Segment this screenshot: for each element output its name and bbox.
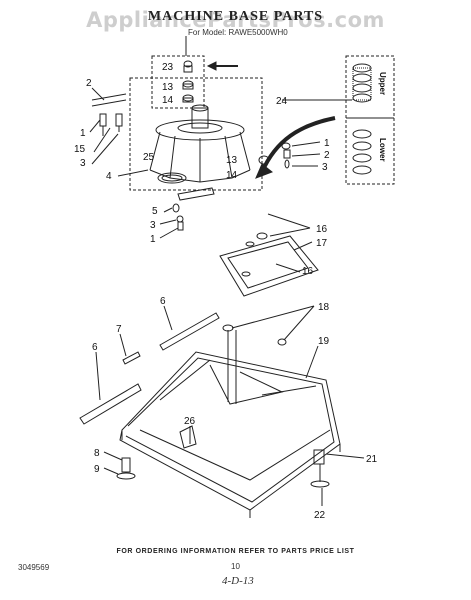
pulley-detail-box xyxy=(345,55,395,185)
hub-bracket xyxy=(177,187,215,201)
callout-14b: 14 xyxy=(226,170,238,181)
callout-16b: 16 xyxy=(302,266,314,277)
callout-14a: 14 xyxy=(162,95,174,106)
callout-24: 24 xyxy=(276,96,288,107)
model-line: For Model: RAWE5000WH0 xyxy=(188,28,288,37)
grommet-18b xyxy=(277,338,287,346)
callout-23: 23 xyxy=(162,62,174,73)
callout-13a: 13 xyxy=(162,82,174,93)
ring-25 xyxy=(157,172,187,184)
motor-mount-plate xyxy=(219,232,319,297)
machine-base-frame xyxy=(119,330,341,518)
callout-21: 21 xyxy=(366,454,378,465)
brace-lower xyxy=(79,383,142,425)
label-lower: Lower xyxy=(378,138,387,162)
callout-3b: 3 xyxy=(322,162,328,173)
watermark: AppliancePartsPros.com xyxy=(86,8,385,32)
leg-foot xyxy=(116,472,136,480)
lower-pin-group xyxy=(172,203,184,231)
inset-box-23 xyxy=(151,55,205,109)
rear-leg xyxy=(313,449,325,465)
callout-4: 4 xyxy=(106,171,112,182)
handwritten-note: 4-D-13 xyxy=(222,575,254,587)
callout-1b: 1 xyxy=(324,138,330,149)
callout-25: 25 xyxy=(143,152,155,163)
callout-7: 7 xyxy=(116,324,122,335)
callout-13b: 13 xyxy=(226,155,238,166)
callout-18: 18 xyxy=(318,302,330,313)
page-title: MACHINE BASE PARTS xyxy=(147,9,324,24)
callout-22: 22 xyxy=(314,510,326,521)
page-number: 10 xyxy=(231,562,240,571)
upper-assembly-box xyxy=(129,77,263,191)
callout-6b: 6 xyxy=(92,342,98,353)
doc-id: 3049569 xyxy=(18,563,50,572)
clip-7 xyxy=(122,351,141,365)
order-note: FOR ORDERING INFORMATION REFER TO PARTS … xyxy=(116,548,355,555)
callout-17: 17 xyxy=(316,238,328,249)
callout-15: 15 xyxy=(74,144,86,155)
callout-2b: 2 xyxy=(324,150,330,161)
left-pivot-group xyxy=(91,93,127,136)
bracket-26 xyxy=(179,425,197,449)
transmission-spider xyxy=(149,104,251,183)
callout-1a: 1 xyxy=(80,128,86,139)
callout-3a: 3 xyxy=(80,158,86,169)
callout-26: 26 xyxy=(184,416,196,427)
callout-9: 9 xyxy=(94,464,100,475)
callout-8: 8 xyxy=(94,448,100,459)
callout-3c: 3 xyxy=(150,220,156,231)
callout-5: 5 xyxy=(152,206,158,217)
callout-1c: 1 xyxy=(150,234,156,245)
leveling-leg xyxy=(121,457,131,473)
callout-16a: 16 xyxy=(316,224,328,235)
pulleys xyxy=(346,63,394,175)
callout-19: 19 xyxy=(318,336,330,347)
callout-2a: 2 xyxy=(86,78,92,89)
drive-bearing-stack xyxy=(182,60,194,103)
brace-upper xyxy=(159,312,220,351)
label-upper: Upper xyxy=(378,72,387,95)
callout-6a: 6 xyxy=(160,296,166,307)
